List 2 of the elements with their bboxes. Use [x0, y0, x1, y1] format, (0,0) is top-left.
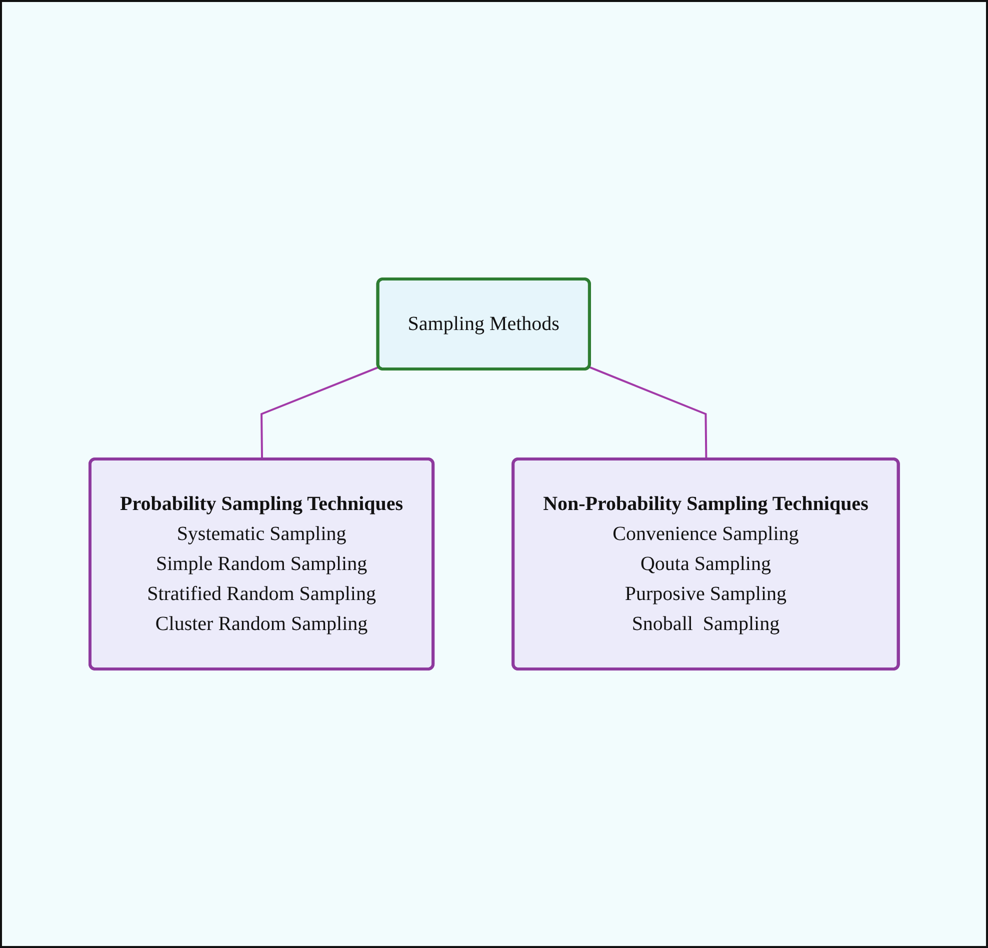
connector [588, 366, 708, 460]
connector [260, 366, 380, 460]
